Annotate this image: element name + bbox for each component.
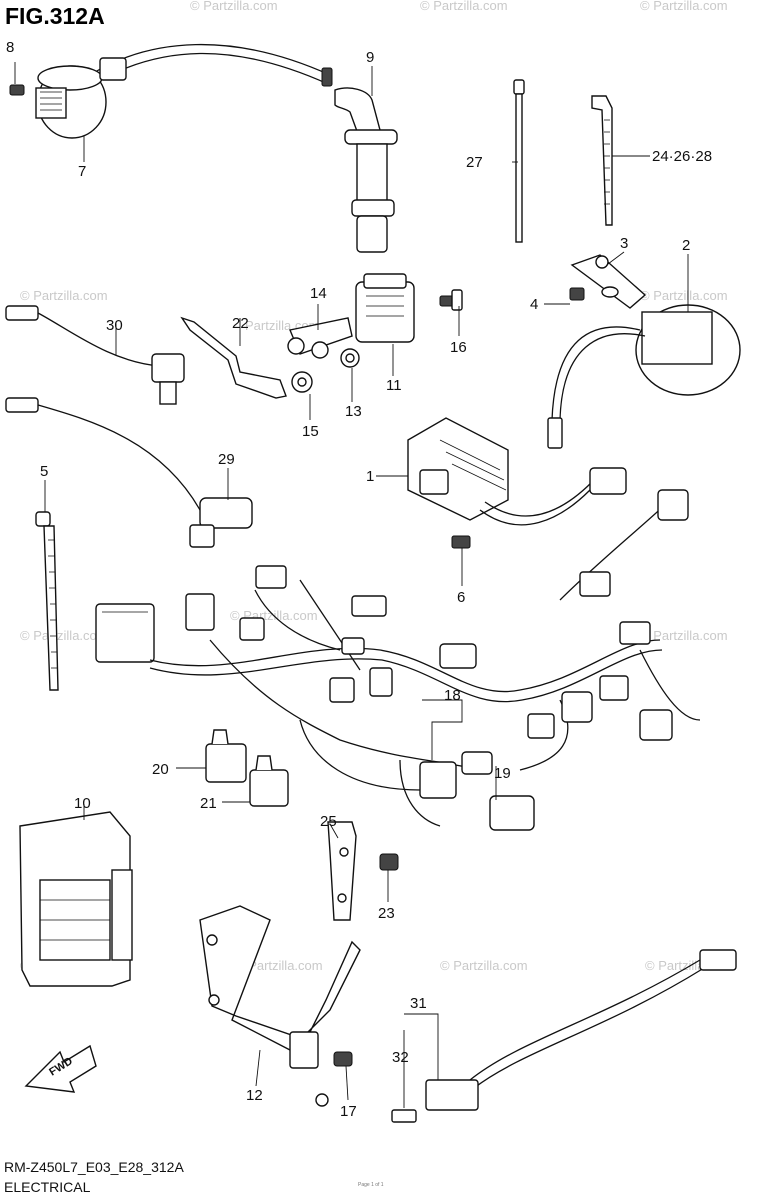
callout-16: 16: [450, 339, 467, 356]
bracket-grommet-parts: [180, 316, 360, 399]
callout-24-26-28: 24·26·28: [652, 148, 712, 165]
callout-20: 20: [152, 761, 169, 778]
callout-27: 27: [466, 154, 483, 171]
bolt-part: [439, 289, 463, 311]
callout-labels: 8 7 9 27 24·26·28 3 4 2 16 11 13 15 14 2…: [6, 39, 712, 1120]
callout-25: 25: [320, 813, 337, 830]
watermark: © Partzilla.com: [640, 288, 728, 303]
footer-fineprint: Page 1 of 1: [358, 1182, 384, 1188]
callout-2: 2: [682, 237, 690, 254]
watermark: © Partzilla.com: [420, 0, 508, 13]
callout-21: 21: [200, 795, 217, 812]
watermark: © Partzilla.com: [190, 0, 278, 13]
callout-5: 5: [40, 463, 48, 480]
callout-11: 11: [386, 377, 402, 394]
fuse-holder-parts: [205, 729, 289, 807]
callout-13: 13: [345, 403, 362, 420]
watermark: © Partzilla.com: [440, 958, 528, 973]
tie-band-parts: [513, 79, 613, 243]
bracket-12-part: [199, 905, 361, 1107]
callout-30: 30: [106, 317, 123, 334]
callout-7: 7: [78, 163, 86, 180]
callout-8: 8: [6, 39, 14, 56]
main-harness-part: [95, 489, 701, 831]
fwd-arrow-icon: FWD: [24, 1044, 97, 1093]
callout-29: 29: [218, 451, 235, 468]
callout-14: 14: [310, 285, 327, 302]
ignition-coil-part: [9, 43, 333, 139]
callout-19: 19: [494, 765, 511, 782]
callout-6: 6: [457, 589, 465, 606]
callout-23: 23: [378, 905, 395, 922]
speed-sensor-part: [5, 397, 253, 548]
callout-18: 18: [444, 687, 461, 704]
regulator-part: [407, 417, 627, 549]
callout-3: 3: [620, 235, 628, 252]
watermark: © Partzilla.com: [20, 288, 108, 303]
watermark: © Partzilla.com: [20, 628, 108, 643]
sub-harness-part: [391, 949, 737, 1123]
callout-17: 17: [340, 1103, 357, 1120]
section-name: ELECTRICAL: [4, 1179, 91, 1195]
callout-15: 15: [302, 423, 319, 440]
watermark: © Partzilla.com: [235, 958, 323, 973]
sensor-part: [5, 305, 185, 405]
bracket-25-part: [327, 821, 399, 921]
footer: RM-Z450L7_E03_E28_312A ELECTRICAL Page 1…: [4, 1159, 384, 1195]
callout-9: 9: [366, 49, 374, 66]
figure-title: FIG.312A: [5, 3, 105, 29]
callout-22: 22: [232, 315, 249, 332]
plug-cap-part: [334, 87, 398, 253]
callout-31: 31: [410, 995, 427, 1012]
callout-12: 12: [246, 1087, 263, 1104]
callout-10: 10: [74, 795, 91, 812]
callout-1: 1: [366, 468, 374, 485]
callout-32: 32: [392, 1049, 409, 1066]
leader-lines: [14, 62, 689, 1108]
long-tie-band-part: [35, 511, 59, 691]
condenser-part: [547, 254, 741, 449]
watermark: © Partzilla.com: [640, 628, 728, 643]
model-code: RM-Z450L7_E03_E28_312A: [4, 1159, 184, 1175]
callout-4: 4: [530, 296, 538, 313]
ecm-part: [19, 811, 133, 987]
watermark: © Partzilla.com: [640, 0, 728, 13]
relay-part: [355, 273, 415, 343]
